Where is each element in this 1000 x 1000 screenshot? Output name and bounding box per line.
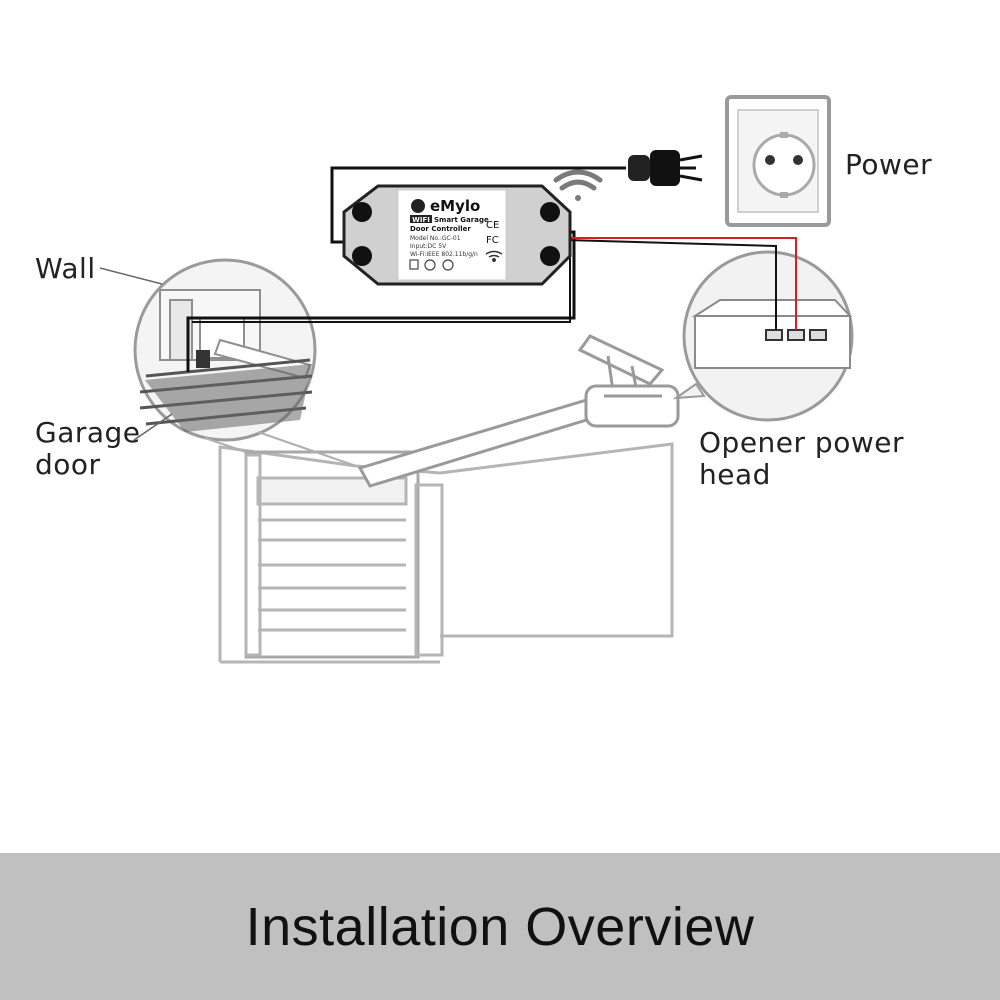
- device-name-line2: Door Controller: [410, 225, 471, 233]
- wifi-controller-device: eMylo WIFI Smart Garage Door Controller …: [342, 184, 572, 286]
- opener-wire-red: [566, 237, 797, 330]
- opener-zoom-view: [672, 250, 854, 422]
- garage-door-label-line1: Garage: [35, 416, 141, 449]
- opener-illustration: [357, 334, 680, 488]
- opener-label-line1: Opener power: [699, 426, 904, 459]
- power-label: Power: [845, 148, 933, 181]
- power-plug-icon: [628, 150, 703, 186]
- device-wifi-standard: Wi-Fi:IEEE 802.11b/g/n: [410, 251, 478, 258]
- garage-room: [218, 442, 674, 664]
- power-cable: [330, 166, 346, 244]
- device-badge: WIFI: [412, 216, 430, 224]
- ce-mark: CE: [486, 220, 499, 231]
- wifi-icon: [485, 250, 503, 262]
- installation-diagram: eMylo WIFI Smart Garage Door Controller …: [99, 95, 854, 664]
- opener-wire-black: [565, 239, 777, 330]
- garage-door-label-line2: door: [35, 448, 101, 481]
- device-name-line1: Smart Garage: [434, 216, 489, 224]
- wifi-signal-icon: [553, 169, 603, 201]
- footer-banner: Installation Overview: [0, 853, 1000, 1000]
- device-brand: eMylo: [430, 197, 480, 215]
- footer-title: Installation Overview: [245, 896, 755, 957]
- wall-socket-icon: [725, 95, 831, 227]
- wall-zoom-view: [133, 258, 357, 467]
- device-input: Input:DC 5V: [410, 243, 447, 250]
- wall-label: Wall: [35, 252, 96, 285]
- opener-label-line2: head: [699, 458, 771, 491]
- terminal-block: [765, 329, 827, 341]
- label-leader-lines: [99, 267, 173, 441]
- garage-door-illustration: [244, 450, 444, 659]
- device-model: Model No.:GC-01: [410, 235, 461, 242]
- recycle-icon: [409, 259, 454, 271]
- fc-mark: FC: [486, 235, 499, 246]
